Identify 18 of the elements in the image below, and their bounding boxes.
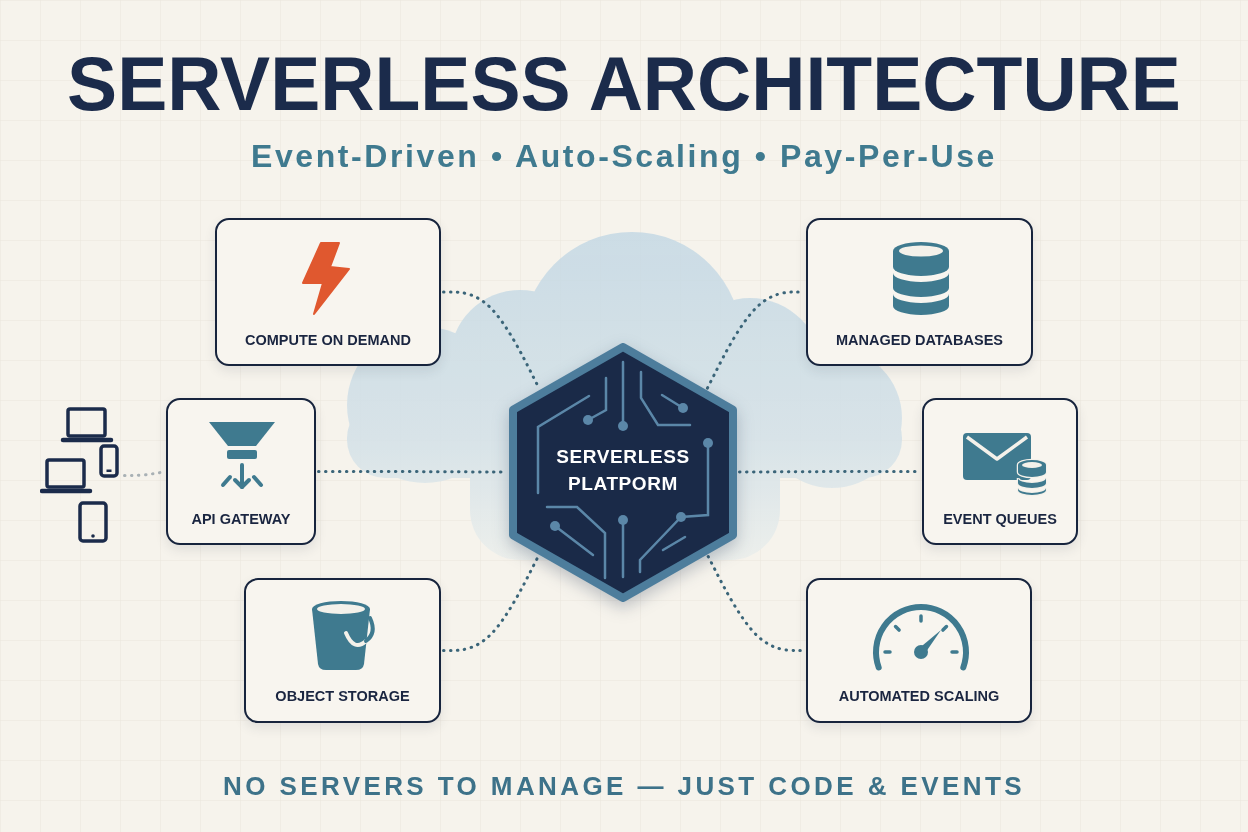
card-label: AUTOMATED SCALING (838, 687, 1000, 705)
card-label: MANAGED DATABASES (836, 331, 1003, 349)
service-card (922, 398, 1078, 545)
card-label: OBJECT STORAGE (275, 687, 410, 705)
dotted-connector (706, 555, 805, 652)
service-card (215, 218, 441, 366)
service-card (806, 218, 1033, 366)
subtitle: Event-Driven • Auto-Scaling • Pay-Per-Use (251, 138, 997, 174)
card-label: EVENT QUEUES (943, 510, 1057, 528)
card-label: COMPUTE ON DEMAND (245, 331, 411, 349)
title: SERVERLESS ARCHITECTURE (67, 47, 1181, 121)
card-label: API GATEWAY (191, 510, 291, 528)
dotted-connector (442, 555, 540, 652)
devices-illustration (40, 405, 122, 546)
tagline: NO SERVERS TO MANAGE — JUST CODE & EVENTS (223, 771, 1025, 801)
service-card (806, 578, 1032, 723)
service-card (166, 398, 316, 545)
service-card (244, 578, 441, 723)
